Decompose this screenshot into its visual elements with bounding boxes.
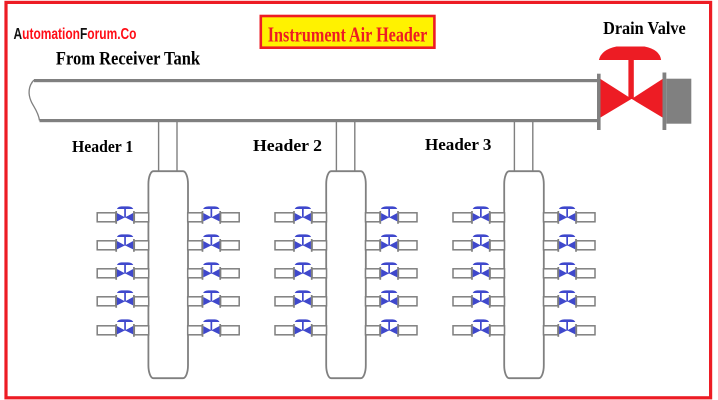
svg-text:From Receiver Tank: From Receiver Tank: [56, 49, 201, 70]
svg-text:AutomationForum.Co: AutomationForum.Co: [14, 26, 137, 43]
svg-text:Header 3: Header 3: [425, 135, 491, 154]
svg-text:Drain Valve: Drain Valve: [603, 18, 686, 38]
svg-text:Header 2: Header 2: [253, 136, 322, 155]
svg-text:Instrument Air Header: Instrument Air Header: [268, 22, 428, 46]
svg-text:Header 1: Header 1: [72, 137, 133, 156]
